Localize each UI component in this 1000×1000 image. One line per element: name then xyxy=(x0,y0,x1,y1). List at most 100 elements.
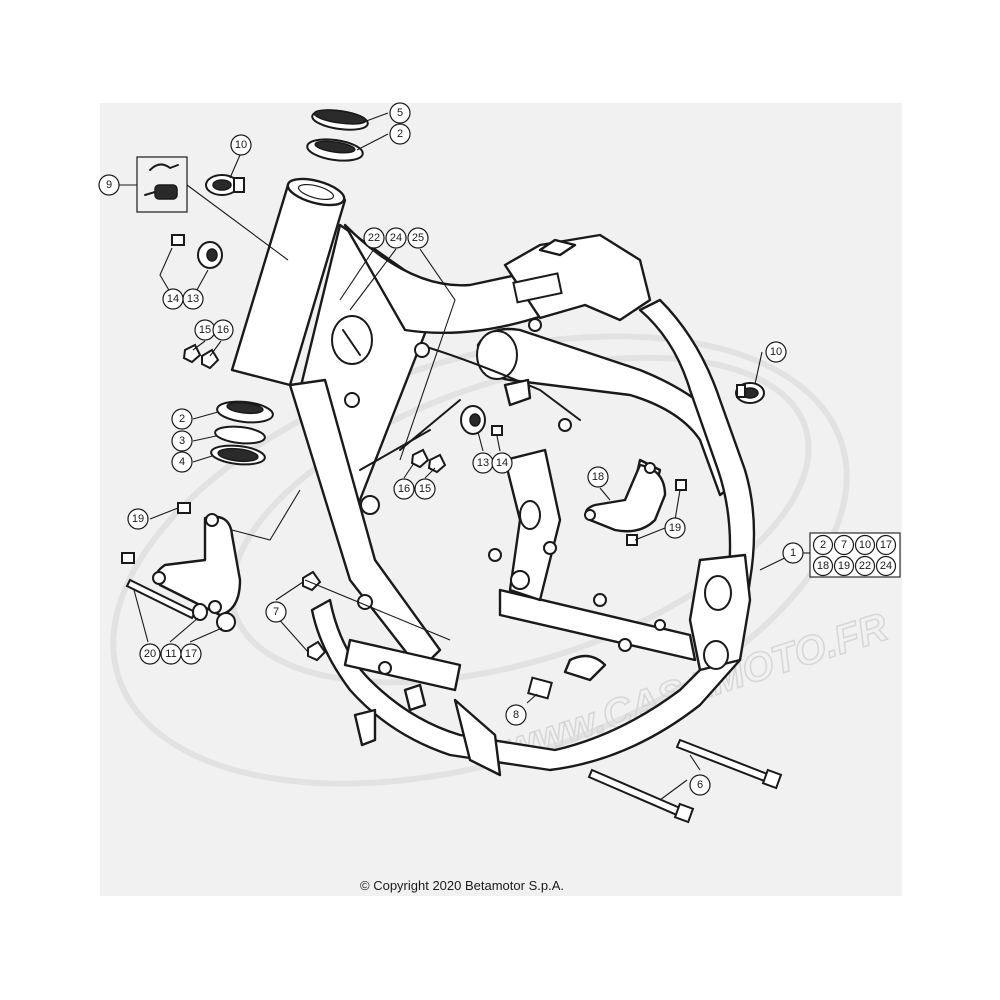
kit-item-17: 17 xyxy=(875,534,897,556)
kit-item-24: 24 xyxy=(875,555,897,577)
callout-label: 13 xyxy=(477,457,489,469)
kit-item-label: 19 xyxy=(838,560,850,572)
kit-item-circle xyxy=(833,555,855,577)
callout-2: 2 xyxy=(389,123,411,145)
callout-label: 6 xyxy=(697,779,703,791)
callout-circle xyxy=(182,288,204,310)
bracket-18 xyxy=(584,463,667,533)
bolt-19-lower xyxy=(121,552,135,564)
bolt-19-upper xyxy=(177,502,191,514)
callout-circle xyxy=(587,466,609,488)
callout-22: 22 xyxy=(363,227,385,249)
kit-item-10: 10 xyxy=(854,534,876,556)
kit-item-label: 10 xyxy=(859,539,871,551)
callout-label: 14 xyxy=(167,293,179,305)
callout-circle xyxy=(171,408,193,430)
callout-label: 22 xyxy=(368,232,380,244)
callout-circle xyxy=(414,478,436,500)
spacer-17 xyxy=(216,612,236,632)
callout-circle xyxy=(230,134,252,156)
callout-7: 7 xyxy=(265,601,287,623)
callout-4: 4 xyxy=(171,451,193,473)
nut-7-upper xyxy=(302,570,322,592)
cable-clamp-10-right xyxy=(735,382,765,404)
callout-label: 2 xyxy=(397,128,403,140)
callout-circle xyxy=(491,452,513,474)
callout-3: 3 xyxy=(171,430,193,452)
callout-13: 13 xyxy=(472,452,494,474)
callout-circle xyxy=(393,478,415,500)
leader-lines xyxy=(119,112,810,801)
kit-item-22: 22 xyxy=(854,555,876,577)
kit-item-circle xyxy=(854,555,876,577)
callout-label: 15 xyxy=(199,324,211,336)
callout-19: 19 xyxy=(664,517,686,539)
callout-circle xyxy=(407,227,429,249)
kit-item-circle xyxy=(812,534,834,556)
callout-15: 15 xyxy=(194,319,216,341)
kit-item-label: 7 xyxy=(841,539,847,551)
kit-item-label: 17 xyxy=(880,539,892,551)
callout-18: 18 xyxy=(587,466,609,488)
callout-circle xyxy=(389,123,411,145)
nut-15-mid xyxy=(427,453,447,474)
callout-10: 10 xyxy=(765,341,787,363)
kit-item-7: 7 xyxy=(833,534,855,556)
kit-item-label: 22 xyxy=(859,560,871,572)
kit-item-label: 18 xyxy=(817,560,829,572)
callout-2: 2 xyxy=(171,408,193,430)
kit-item-circle xyxy=(875,555,897,577)
callout-label: 19 xyxy=(669,522,681,534)
callout-15: 15 xyxy=(414,478,436,500)
cable-clamp-10-left xyxy=(205,174,245,196)
callout-label: 9 xyxy=(106,179,112,191)
kit-item-19: 19 xyxy=(833,555,855,577)
callout-17: 17 xyxy=(180,643,202,665)
callout-circle xyxy=(689,774,711,796)
kit-item-circle xyxy=(854,534,876,556)
callout-label: 20 xyxy=(144,648,156,660)
callout-14: 14 xyxy=(491,452,513,474)
callout-5: 5 xyxy=(389,102,411,124)
callout-label: 5 xyxy=(397,107,403,119)
callout-10: 10 xyxy=(230,134,252,156)
callout-label: 7 xyxy=(273,606,279,618)
kit-contents-box: 2 7 10 17 18 19 22 24 xyxy=(809,532,901,578)
callout-label: 10 xyxy=(770,346,782,358)
kit-item-circle xyxy=(875,534,897,556)
callout-14: 14 xyxy=(162,288,184,310)
callout-label: 4 xyxy=(179,456,185,468)
copyright-notice: © Copyright 2020 Betamotor S.p.A. xyxy=(360,878,564,893)
callout-label: 11 xyxy=(165,648,176,660)
callout-circle xyxy=(363,227,385,249)
nut-16-left xyxy=(201,348,220,370)
callout-label: 16 xyxy=(398,483,410,495)
kit-item-label: 2 xyxy=(820,539,826,551)
callout-circle xyxy=(171,451,193,473)
screw-14 xyxy=(171,234,185,246)
callout-label: 14 xyxy=(496,457,508,469)
callout-label: 1 xyxy=(790,547,796,559)
callout-circle xyxy=(782,542,804,564)
long-bolt-20 xyxy=(125,578,197,620)
motorcycle-frame xyxy=(230,177,756,777)
callout-circle xyxy=(385,227,407,249)
callout-circle xyxy=(180,643,202,665)
lower-cradle xyxy=(310,598,742,772)
diagram-background xyxy=(100,103,902,896)
callout-circle xyxy=(212,319,234,341)
callout-circle xyxy=(265,601,287,623)
callout-6: 6 xyxy=(689,774,711,796)
callout-11: 11 xyxy=(160,643,182,665)
callout-16: 16 xyxy=(393,478,415,500)
callout-circle xyxy=(505,704,527,726)
kit-item-2: 2 xyxy=(812,534,834,556)
callout-label: 8 xyxy=(513,709,519,721)
callout-16: 16 xyxy=(212,319,234,341)
callout-circle xyxy=(664,517,686,539)
callout-label: 17 xyxy=(185,648,197,660)
callout-label: 24 xyxy=(390,232,402,244)
callout-label: 10 xyxy=(235,139,247,151)
nut-16-mid xyxy=(410,448,430,469)
callout-label: 3 xyxy=(179,435,185,447)
